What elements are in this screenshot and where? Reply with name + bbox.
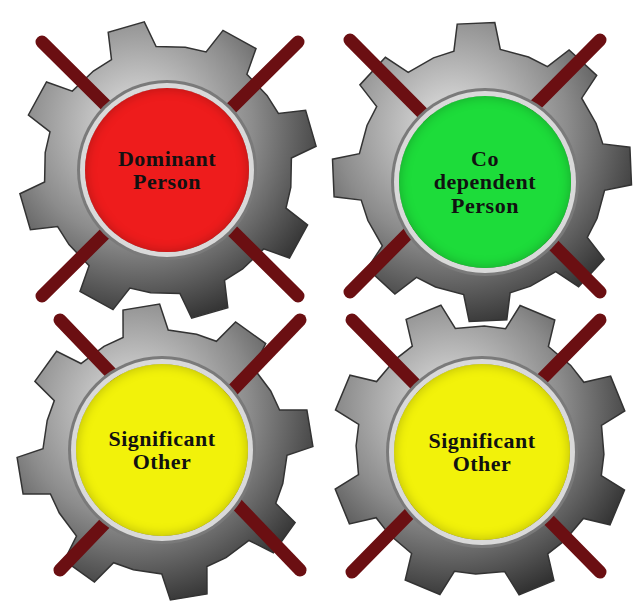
gear-shape bbox=[20, 22, 316, 318]
gear-circle: Dominant Person bbox=[85, 88, 249, 252]
gear-circle: Co dependent Person bbox=[399, 96, 571, 268]
gear-shape bbox=[333, 23, 632, 322]
gear-group bbox=[17, 22, 631, 600]
cross-line bbox=[42, 42, 298, 296]
cross-line bbox=[352, 320, 600, 572]
cross-line bbox=[60, 320, 300, 570]
cross-line bbox=[350, 40, 600, 292]
gear-shape bbox=[335, 305, 625, 595]
cross-line bbox=[352, 320, 600, 572]
cross-line bbox=[42, 42, 298, 296]
cross-line bbox=[350, 40, 600, 292]
node-label: Significant Other bbox=[92, 427, 232, 473]
cross-marks bbox=[42, 40, 600, 572]
node-label: Co dependent Person bbox=[424, 147, 546, 216]
cross-line bbox=[60, 320, 300, 570]
gear-shape bbox=[17, 304, 313, 600]
gear-circle: Significant Other bbox=[394, 364, 570, 540]
node-label: Dominant Person bbox=[108, 147, 226, 193]
gear-circle: Significant Other bbox=[76, 364, 248, 536]
node-label: Significant Other bbox=[412, 429, 552, 475]
